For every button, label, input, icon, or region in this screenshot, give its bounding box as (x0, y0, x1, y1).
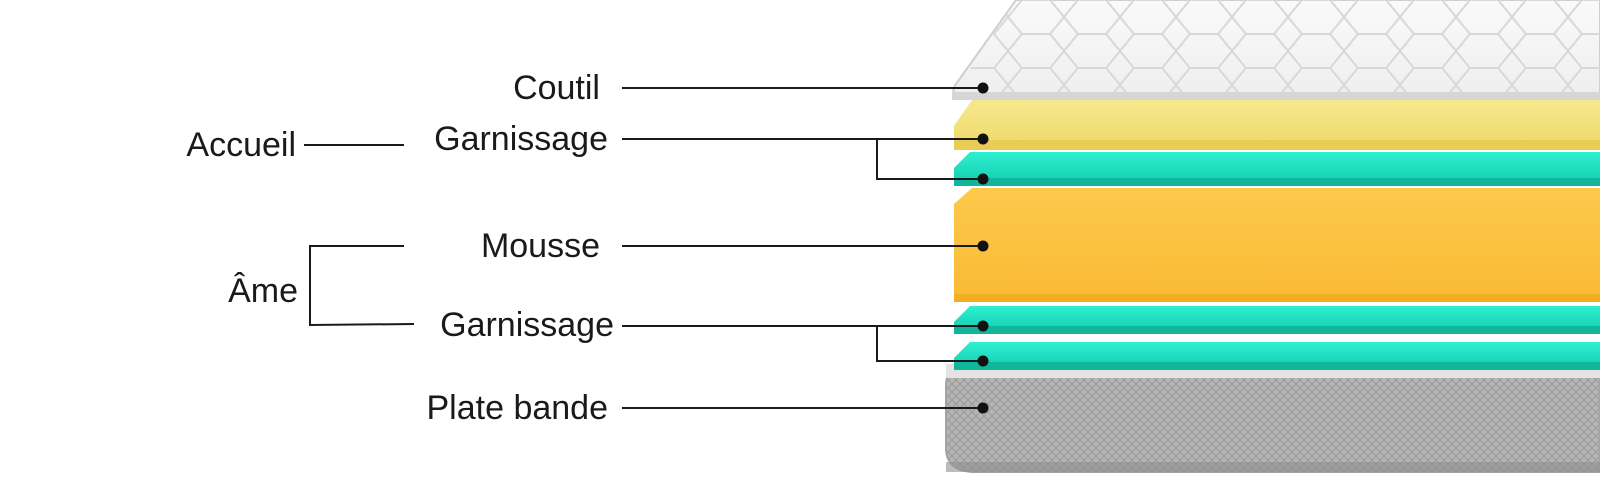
plate-bande-marker (977, 402, 989, 414)
mattress-illustration (945, 0, 1600, 473)
layer-markers (977, 82, 989, 414)
label-plate-bande: Plate bande (427, 389, 609, 427)
plate-bande-layer (945, 364, 1600, 473)
garnissage-top-marker-1 (977, 133, 989, 145)
labels: Coutil Accueil Garnissage Mousse Âme Gar… (186, 69, 614, 427)
garnissage-bottom-marker-2 (977, 355, 989, 367)
garnissage-bottom-marker-1 (977, 320, 989, 332)
leader-lines (304, 87, 983, 409)
garnissage-bottom-layer-2 (954, 342, 1600, 370)
mousse-layer (954, 188, 1600, 302)
label-garnissage-top: Garnissage (434, 120, 608, 158)
label-accueil: Accueil (186, 126, 296, 164)
label-coutil: Coutil (513, 69, 600, 107)
garnissage-top-yellow-layer (954, 100, 1600, 150)
garnissage-top-teal-layer (954, 152, 1600, 186)
label-mousse: Mousse (481, 227, 600, 265)
coutil-layer (952, 0, 1600, 100)
garnissage-bottom-layer-1 (954, 306, 1600, 334)
garnissage-top-marker-2 (977, 173, 989, 185)
label-ame: Âme (228, 272, 298, 310)
coutil-marker (977, 82, 989, 94)
mousse-marker (977, 240, 989, 252)
label-garnissage-bottom: Garnissage (440, 306, 614, 344)
